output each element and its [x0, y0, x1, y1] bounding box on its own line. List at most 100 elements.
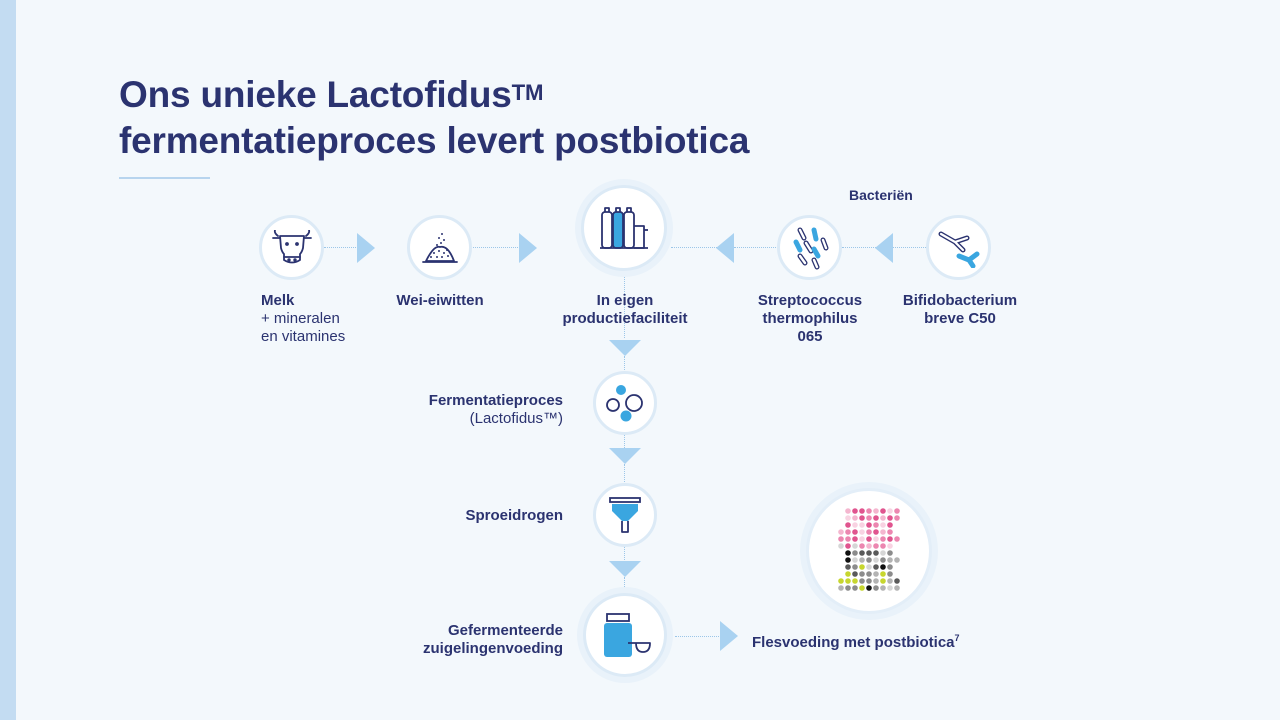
arrow-left-icon — [875, 233, 893, 263]
rod-bacteria-icon — [793, 227, 828, 269]
mosaic-dot — [866, 550, 872, 556]
title-underline — [119, 177, 210, 179]
whey-label: Wei-eiwitten — [396, 292, 484, 309]
mosaic-dot — [838, 529, 844, 535]
mosaic-dot — [887, 529, 893, 535]
strepto-label: Streptococcus thermophilus 065 — [740, 292, 880, 346]
mosaic-dot — [873, 550, 879, 556]
mosaic-dot — [845, 508, 851, 514]
mosaic-dot — [845, 585, 851, 591]
bubbles-icon — [606, 385, 643, 422]
production-tanks-icon — [600, 207, 648, 249]
mosaic-dot — [859, 529, 865, 535]
mosaic-dot — [859, 578, 865, 584]
strepto-title-1: Streptococcus — [757, 292, 863, 309]
milk-node — [259, 215, 324, 280]
bifido-title-1: Bifidobacterium — [902, 292, 1018, 309]
mosaic-dot — [887, 515, 893, 521]
mosaic-dot — [838, 585, 844, 591]
mosaic-dot — [866, 522, 872, 528]
mosaic-dot — [859, 564, 865, 570]
mosaic-dot — [873, 571, 879, 577]
mosaic-dot — [845, 571, 851, 577]
connector-whey-facility — [473, 247, 520, 248]
strepto-node — [777, 215, 842, 280]
strepto-title-3: 065 — [797, 328, 823, 345]
mosaic-dot — [887, 550, 893, 556]
mosaic-dot — [852, 550, 858, 556]
whey-node — [407, 215, 472, 280]
result-reference: 7 — [954, 633, 960, 643]
mosaic-dot — [887, 571, 893, 577]
result-node — [806, 488, 932, 614]
mosaic-dot — [894, 515, 900, 521]
mosaic-dot — [866, 571, 872, 577]
mosaic-dot — [859, 515, 865, 521]
connector-bifido-tail — [893, 247, 926, 248]
mosaic-dot — [838, 578, 844, 584]
mosaic-dot — [859, 508, 865, 514]
facility-title-2: productiefaciliteit — [562, 310, 688, 327]
formula-tin-scoop-icon — [604, 613, 651, 657]
result-label: Flesvoeding met postbiotica7 — [752, 629, 1052, 652]
mosaic-dot — [894, 578, 900, 584]
mosaic-dot — [852, 536, 858, 542]
arrow-right-icon — [519, 233, 537, 263]
mosaic-dot — [859, 550, 865, 556]
mosaic-dot — [873, 557, 879, 563]
arrow-right-icon — [720, 621, 738, 651]
mosaic-dot — [887, 585, 893, 591]
mosaic-dot — [852, 543, 858, 549]
mosaic-dot — [894, 536, 900, 542]
milk-sub-1: + mineralen — [261, 310, 340, 327]
mosaic-dot — [859, 585, 865, 591]
mosaic-dot — [845, 536, 851, 542]
mosaic-dot — [852, 529, 858, 535]
milk-title: Melk — [261, 292, 295, 309]
connector-spraydry-formula — [624, 546, 625, 560]
mosaic-dot — [880, 578, 886, 584]
mosaic-dot — [859, 536, 865, 542]
mosaic-dot — [873, 529, 879, 535]
mosaic-dot — [866, 543, 872, 549]
mosaic-dot — [887, 543, 893, 549]
mosaic-dot — [859, 557, 865, 563]
trademark-mark: TM — [511, 80, 544, 105]
mosaic-dot — [845, 515, 851, 521]
mosaic-dot — [873, 522, 879, 528]
arrow-down-icon — [609, 561, 641, 577]
mosaic-dot — [880, 571, 886, 577]
mosaic-dot — [880, 564, 886, 570]
formula-title-1: Gefermenteerde — [447, 622, 563, 639]
title-line-2: fermentatieproces levert postbiotica — [119, 120, 750, 161]
bacteria-header: Bacteriën — [849, 187, 913, 203]
mosaic-dot — [880, 515, 886, 521]
powder-pile-icon — [421, 232, 458, 263]
formula-title-2: zuigelingenvoeding — [422, 640, 563, 657]
facility-title-1: In eigen — [596, 292, 654, 309]
connector-down — [624, 464, 625, 482]
fermentation-label: Fermentatieproces (Lactofidus™) — [383, 392, 563, 428]
connector-facility-fermentation — [624, 274, 625, 338]
mosaic-dot — [866, 578, 872, 584]
mosaic-dot — [894, 585, 900, 591]
connector-facility-strepto-tail — [734, 247, 776, 248]
mosaic-dot — [880, 550, 886, 556]
mosaic-dot — [880, 557, 886, 563]
mosaic-dot — [887, 522, 893, 528]
mosaic-dot — [894, 557, 900, 563]
mosaic-dot — [880, 543, 886, 549]
y-shaped-bacteria-icon — [938, 231, 979, 268]
mosaic-dot — [845, 522, 851, 528]
fermentation-title: Fermentatieproces — [428, 392, 563, 409]
mosaic-dot — [880, 508, 886, 514]
mosaic-dot — [852, 585, 858, 591]
mosaic-dot — [866, 585, 872, 591]
mosaic-dot — [859, 571, 865, 577]
connector-down — [624, 356, 625, 372]
mosaic-dot — [852, 557, 858, 563]
mosaic-dot — [880, 536, 886, 542]
mosaic-dot — [852, 522, 858, 528]
bifido-title-2: breve C50 — [924, 310, 996, 327]
connector-facility-strepto — [671, 247, 719, 248]
